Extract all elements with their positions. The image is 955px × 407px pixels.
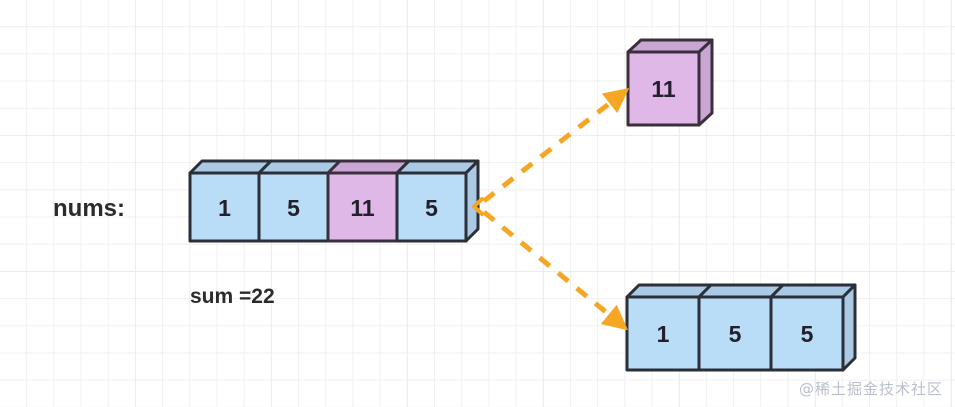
sum-label: sum =22 xyxy=(190,285,275,308)
cube-top-face xyxy=(769,283,857,299)
cube-value: 11 xyxy=(350,195,375,221)
cube-value: 1 xyxy=(657,321,670,347)
result-array: 1 5 5 xyxy=(625,283,857,372)
cube-value: 5 xyxy=(729,321,742,347)
cube-value: 5 xyxy=(287,195,300,221)
result-cube-11[interactable]: 11 xyxy=(626,38,714,127)
watermark: @稀土掘金技术社区 xyxy=(798,380,943,398)
cube-front-face xyxy=(188,171,261,243)
cube-value: 11 xyxy=(651,76,676,102)
arrow-to-single-cube xyxy=(482,88,630,203)
nums-label: nums: xyxy=(53,195,125,222)
cube-top-face xyxy=(697,283,785,299)
cube-right-face xyxy=(697,38,714,127)
array-right-face xyxy=(464,159,480,243)
arrow-to-result-array xyxy=(482,210,629,331)
result-cell-2[interactable]: 5 xyxy=(769,283,857,372)
cube-front-face xyxy=(257,171,330,243)
cube-front-face xyxy=(769,295,845,372)
cube-front-face xyxy=(326,171,399,243)
cube-top-face xyxy=(625,283,713,299)
cube-front-face xyxy=(697,295,773,372)
cube-value: 5 xyxy=(801,321,814,347)
nums-cell-2[interactable]: 11 xyxy=(326,159,411,243)
cube-value: 5 xyxy=(425,195,438,221)
cube-value: 1 xyxy=(218,195,231,221)
arrow-split-tick xyxy=(472,197,484,216)
array-right-face xyxy=(841,283,857,372)
result-cell-1[interactable]: 5 xyxy=(697,283,785,372)
nums-array: 1 5 11 5 xyxy=(188,159,480,243)
